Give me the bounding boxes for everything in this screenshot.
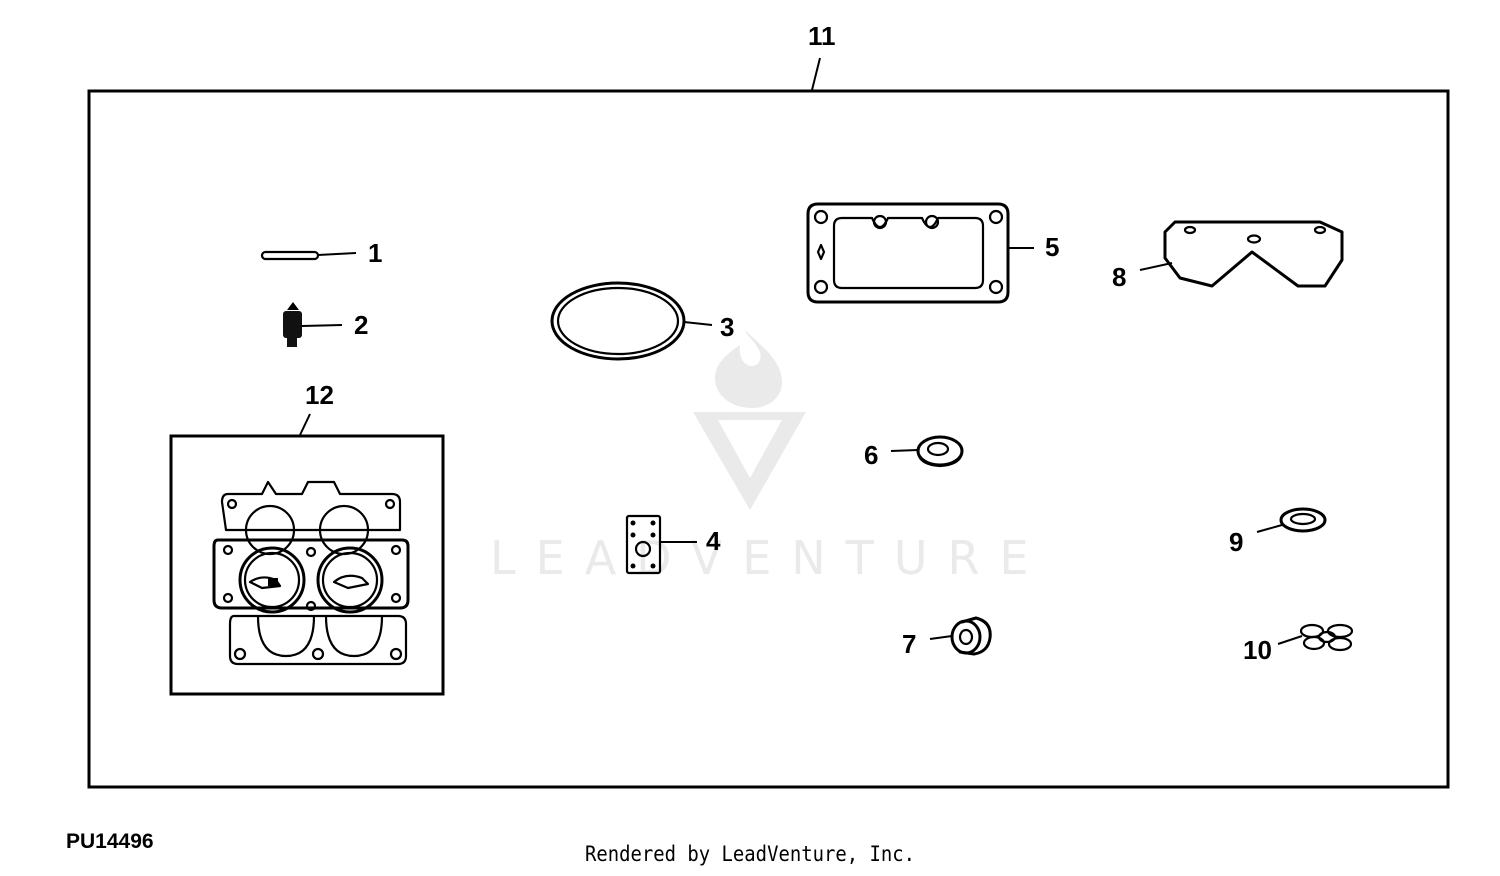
figure-id: PU14496 xyxy=(66,830,154,853)
part-7-bushing xyxy=(950,616,992,656)
callout-2: 2 xyxy=(354,310,368,340)
callout-9: 9 xyxy=(1229,527,1243,557)
part-2-needle xyxy=(283,302,302,347)
watermark-flame-logo xyxy=(715,330,782,408)
leader-line-7 xyxy=(929,635,953,640)
callout-3: 3 xyxy=(720,312,734,342)
part-8-bowl-gasket xyxy=(1163,220,1344,288)
leadventure-watermark: LEADVENTURE xyxy=(490,330,1049,585)
callout-1: 1 xyxy=(368,238,382,268)
callout-7: 7 xyxy=(902,629,916,659)
watermark-text: LEADVENTURE xyxy=(490,531,1049,585)
callout-4: 4 xyxy=(706,526,721,556)
part-4-plate-gasket xyxy=(625,514,662,575)
render-credit: Rendered by LeadVenture, Inc. xyxy=(585,842,915,866)
callout-12: 12 xyxy=(305,380,334,410)
part-5-cover-gasket xyxy=(806,202,1010,304)
watermark-v-logo xyxy=(693,412,806,510)
leader-line-9 xyxy=(1256,524,1283,533)
part-9-flat-washer xyxy=(1279,507,1327,533)
leader-line-11 xyxy=(811,57,821,91)
part-3-o-ring xyxy=(550,281,686,361)
part-12-gasket-set xyxy=(212,480,410,666)
callout-5: 5 xyxy=(1045,232,1059,262)
part-6-washer xyxy=(916,435,964,468)
leader-line-1 xyxy=(317,252,357,256)
part-10-o-ring-set xyxy=(1299,623,1354,652)
part-1-pin xyxy=(260,250,320,261)
kit-frame xyxy=(87,89,1450,789)
leader-line-12 xyxy=(299,413,311,436)
leader-line-10 xyxy=(1277,635,1303,645)
callout-11: 11 xyxy=(808,21,836,51)
callout-10: 10 xyxy=(1243,635,1272,665)
gasket-set-frame xyxy=(169,434,445,696)
leader-line-8 xyxy=(1139,262,1173,271)
callout-8: 8 xyxy=(1112,262,1126,292)
callout-6: 6 xyxy=(864,440,878,470)
leader-line-3 xyxy=(683,321,713,326)
leader-line-2 xyxy=(301,324,343,327)
leader-line-6 xyxy=(890,449,919,452)
